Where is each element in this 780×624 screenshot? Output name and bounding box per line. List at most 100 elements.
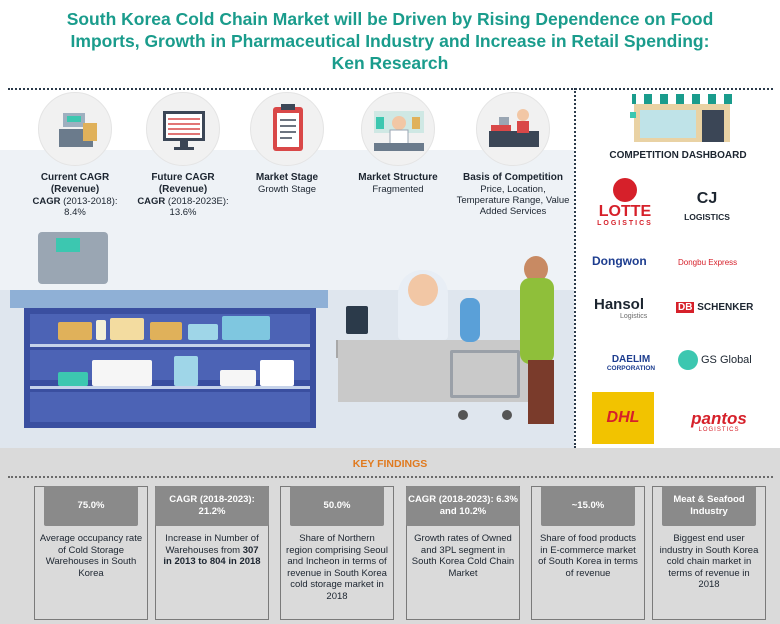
- hansol-logo: Hansol Logistics: [594, 296, 664, 320]
- storefront-icon: [630, 94, 734, 144]
- cash-register-icon: [38, 92, 112, 166]
- dongwon-logo: Dongwon: [592, 254, 647, 268]
- pantos-logo: pantos LOGISTICS: [674, 410, 764, 433]
- key-findings-title: KEY FINDINGS: [352, 458, 428, 470]
- finding-card-head: 50.0%: [290, 486, 384, 526]
- lotte-icon: [613, 178, 637, 202]
- lotte-logo-text: LOTTE: [598, 203, 652, 220]
- title-line-1: South Korea Cold Chain Market will be Dr…: [66, 9, 714, 29]
- finding-card-body: Increase in Number of Warehouses from 30…: [160, 533, 264, 568]
- product-box: [58, 372, 88, 386]
- metric-label-bold: CAGR: [137, 196, 166, 207]
- metric-heading: Future CAGR: [151, 172, 215, 183]
- metric-value: Growth Stage: [257, 184, 317, 195]
- computer-spreadsheet-icon: [146, 92, 220, 166]
- db-logo-text: DB: [676, 302, 695, 313]
- finding-card: Meat & Seafood Industry Biggest end user…: [652, 486, 766, 620]
- customer-figure: [520, 278, 554, 364]
- finding-card-body: Share of food products in E-commerce mar…: [536, 533, 640, 579]
- finding-card: ~15.0% Share of food products in E-comme…: [531, 486, 645, 620]
- finding-card-head: Meat & Seafood Industry: [662, 486, 756, 526]
- metric-label-bold: CAGR: [32, 196, 61, 207]
- clipboard-icon: [250, 92, 324, 166]
- cj-logo-text: CJ: [696, 190, 718, 207]
- page-title: South Korea Cold Chain Market will be Dr…: [0, 8, 780, 74]
- water-bottle: [460, 298, 480, 342]
- product-box: [150, 322, 182, 340]
- product-box: [110, 318, 144, 340]
- hansol-logo-text: Hansol: [594, 296, 645, 313]
- metric-heading: Market Structure: [358, 172, 438, 183]
- daelim-logo-text: DAELIM: [611, 354, 651, 365]
- product-bottle: [188, 324, 218, 340]
- shelf-divider: [30, 344, 310, 347]
- customer-head: [524, 256, 548, 282]
- finding-card-text: Share of food products in E-commerce mar…: [538, 533, 638, 579]
- finding-card: 50.0% Share of Northern region comprisin…: [280, 486, 394, 620]
- findings-divider: [8, 476, 773, 478]
- finding-card-text: Average occupancy rate of Cold Storage W…: [39, 533, 143, 579]
- metric-future-cagr: Future CAGR (Revenue) CAGR (2018-2023E):…: [128, 92, 238, 218]
- product-box: [96, 320, 106, 340]
- shelf-row: [30, 392, 310, 422]
- metric-heading: Current CAGR: [40, 172, 110, 183]
- pantos-logo-text: pantos: [691, 409, 747, 428]
- daelim-logo-sub: CORPORATION: [606, 365, 656, 372]
- customer-legs: [528, 360, 554, 424]
- product-box: [58, 322, 92, 340]
- dongbu-express-logo: Dongbu Express: [678, 258, 738, 267]
- metric-current-cagr: Current CAGR (Revenue) CAGR (2013-2018):…: [20, 92, 130, 218]
- title-line-2: Imports, Growth in Pharmaceutical Indust…: [70, 31, 710, 51]
- metric-basis-of-competition: Basis of Competition Price, Location, Te…: [456, 92, 570, 217]
- pos-terminal: [346, 306, 368, 334]
- product-box: [92, 360, 152, 386]
- cj-logo-sub: LOGISTICS: [684, 212, 730, 222]
- pharmacist-icon: [361, 92, 435, 166]
- dhl-logo: DHL: [592, 392, 654, 444]
- cashier-head: [408, 274, 438, 306]
- metric-value: Fragmented: [372, 184, 424, 195]
- metric-heading: Basis of Competition: [462, 172, 563, 183]
- finding-card-text: Share of Northern region comprising Seou…: [286, 533, 388, 602]
- metric-label: (2018-2023E):: [165, 196, 229, 207]
- gs-global-logo-text: GS Global: [701, 354, 752, 366]
- metric-market-structure: Market Structure Fragmented: [343, 92, 453, 195]
- db-schenker-logo: DB SCHENKER: [676, 302, 766, 313]
- finding-card-text: Increase in Number of Warehouses from: [165, 533, 259, 556]
- metric-value: 13.6%: [169, 207, 197, 218]
- product-bottle: [222, 316, 270, 340]
- lotte-logo: LOTTE LOGISTICS: [594, 178, 656, 227]
- finding-card-bold: 307 in 2013 to 804 in 2018: [163, 544, 261, 568]
- shelf-divider: [30, 386, 310, 389]
- finding-card-body: Biggest end user industry in South Korea…: [657, 533, 761, 591]
- cj-logistics-logo: CJ LOGISTICS: [672, 190, 742, 222]
- finding-card-head: CAGR (2018-2023): 21.2%: [155, 486, 269, 526]
- gs-globe-icon: [678, 350, 698, 370]
- register-screen: [56, 238, 80, 252]
- schenker-logo-text: SCHENKER: [697, 302, 754, 313]
- finding-card-head: CAGR (2018-2023): 6.3% and 10.2%: [406, 486, 520, 526]
- competition-title: COMPETITION DASHBOARD: [609, 150, 747, 161]
- shopping-cart: [450, 350, 520, 398]
- finding-card: CAGR (2018-2023): 6.3% and 10.2% Growth …: [406, 486, 520, 620]
- hansol-logo-sub: Logistics: [620, 313, 648, 320]
- finding-card: CAGR (2018-2023): 21.2% Increase in Numb…: [155, 486, 269, 620]
- product-bottle: [260, 360, 294, 386]
- finding-card-body: Average occupancy rate of Cold Storage W…: [39, 533, 143, 579]
- metric-label: (2013-2018):: [60, 196, 118, 207]
- finding-card-head: ~15.0%: [541, 486, 635, 526]
- cart-wheel: [502, 410, 512, 420]
- metric-market-stage: Market Stage Growth Stage: [232, 92, 342, 195]
- divider-horizontal: [8, 88, 773, 90]
- metric-heading: Market Stage: [255, 172, 319, 183]
- metric-value: Price, Location, Temperature Range, Valu…: [456, 184, 570, 217]
- dhl-logo-text: DHL: [606, 409, 640, 426]
- checkout-counter-icon: [476, 92, 550, 166]
- product-box: [220, 370, 256, 386]
- product-tube: [174, 356, 198, 386]
- gs-global-logo: GS Global: [678, 350, 758, 370]
- lotte-logo-sub: LOGISTICS: [597, 220, 653, 227]
- finding-card: 75.0% Average occupancy rate of Cold Sto…: [34, 486, 148, 620]
- title-line-3: Ken Research: [331, 53, 449, 73]
- cart-wheel: [458, 410, 468, 420]
